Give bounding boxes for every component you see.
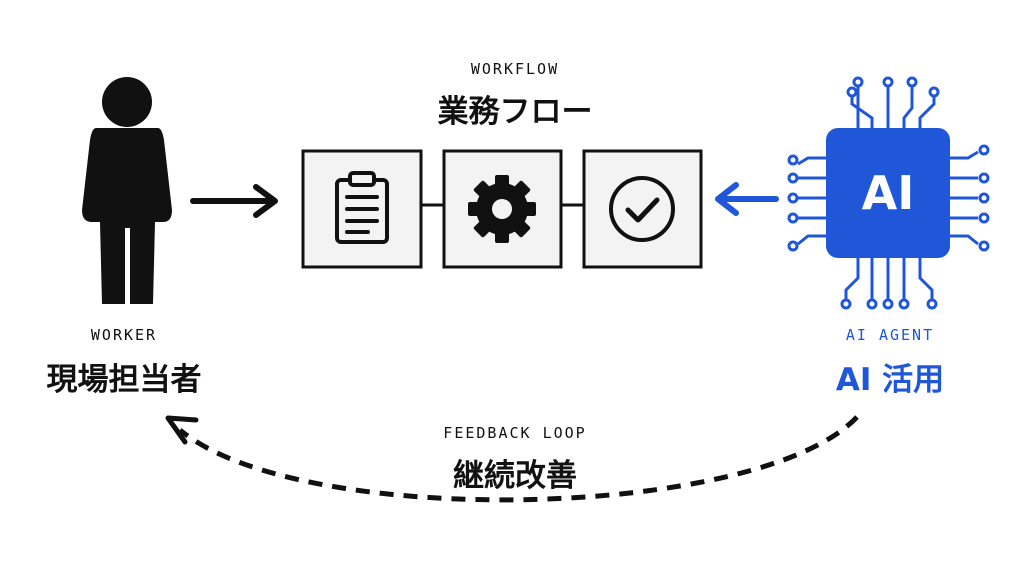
feedback-caption: FEEDBACK LOOP [443,424,587,442]
agent-title: AI 活用 [835,362,945,398]
workflow-step-3 [582,149,703,269]
workflow-title: 業務フロー [437,94,593,130]
ai-chip-label: AI [861,166,915,220]
ai-to-workflow-arrow [715,182,779,216]
worker-title: 現場担当者 [46,362,202,398]
clipboard-icon [335,171,389,244]
worker-person-icon [82,77,172,304]
check-circle-icon [609,176,675,242]
feedback-title: 継続改善 [453,458,577,494]
agent-caption: AI AGENT [845,326,935,344]
workflow-step-1 [301,149,423,269]
workflow-caption: WORKFLOW [470,60,560,78]
ai-chip-icon [787,76,990,310]
workflow-step-2 [442,149,563,269]
worker-caption: WORKER [90,326,158,344]
gear-icon [468,175,536,243]
feedback-loop-arrow [165,415,859,503]
worker-to-workflow-arrow [190,184,278,218]
